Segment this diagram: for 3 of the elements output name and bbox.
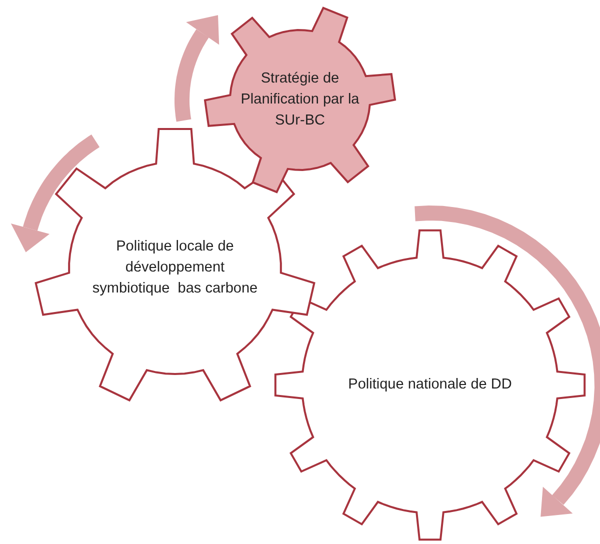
gear-label: Politique locale de développement symbiotique bas carbone bbox=[91, 237, 259, 298]
gear-label: Politique nationale de DD bbox=[347, 376, 513, 394]
gear-label: Stratégie de Planification par la SUr-BC bbox=[240, 69, 360, 130]
